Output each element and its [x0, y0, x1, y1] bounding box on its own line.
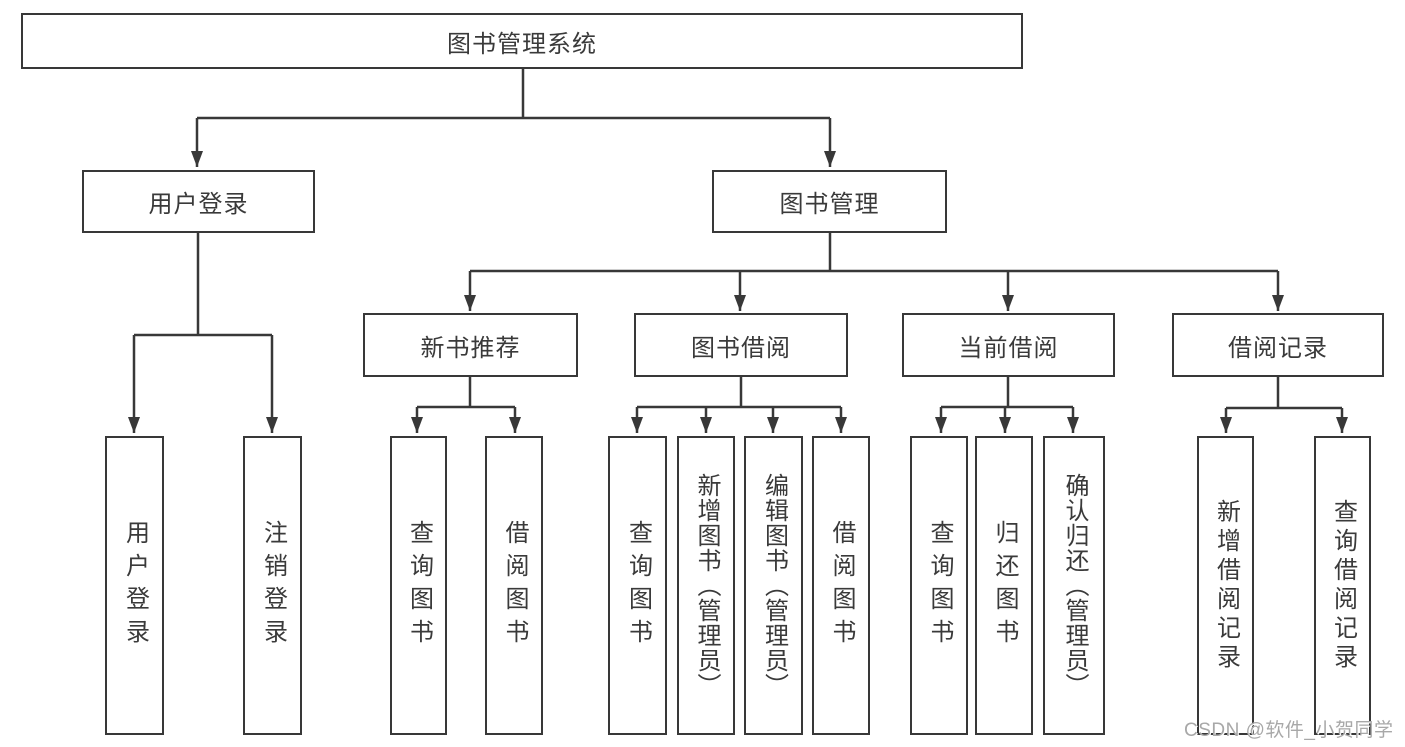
node-query-books-borrowing: 查询图书	[608, 436, 667, 735]
node-library-management-system: 图书管理系统	[21, 13, 1023, 69]
node-query-books-recommend: 查询图书	[390, 436, 447, 735]
node-borrow-books-recommend: 借阅图书	[485, 436, 543, 735]
node-book-borrowing: 图书借阅	[634, 313, 848, 377]
node-current-borrowing: 当前借阅	[902, 313, 1115, 377]
node-query-books-current: 查询图书	[910, 436, 968, 735]
node-confirm-return-admin: 确认归还（管理员）	[1043, 436, 1105, 735]
node-new-book-recommend: 新书推荐	[363, 313, 578, 377]
node-add-borrow-record: 新增借阅记录	[1197, 436, 1254, 735]
node-logout: 注销登录	[243, 436, 302, 735]
watermark: CSDN @软件_小贺同学	[1184, 720, 1394, 741]
connector-trunks	[134, 69, 1342, 410]
node-query-borrow-record: 查询借阅记录	[1314, 436, 1371, 735]
node-return-books: 归还图书	[975, 436, 1033, 735]
node-borrowing-records: 借阅记录	[1172, 313, 1384, 377]
node-book-management: 图书管理	[712, 170, 947, 233]
node-add-books-admin: 新增图书（管理员）	[677, 436, 735, 735]
node-user-login-group: 用户登录	[82, 170, 315, 233]
node-edit-books-admin: 编辑图书（管理员）	[744, 436, 803, 735]
connector-arrows	[128, 118, 1348, 433]
node-user-login: 用户登录	[105, 436, 164, 735]
node-borrow-books: 借阅图书	[812, 436, 870, 735]
